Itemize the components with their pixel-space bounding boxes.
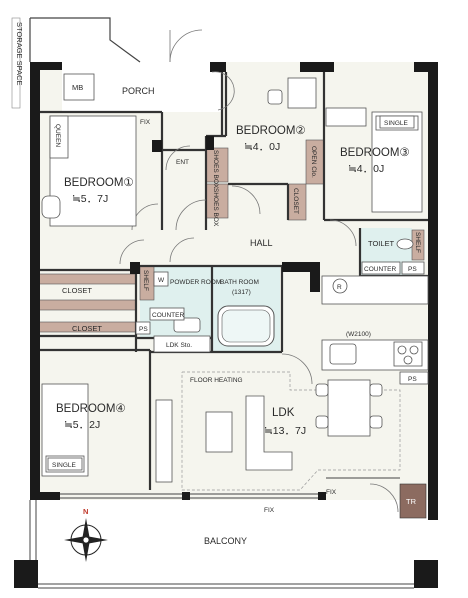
- open-clo-label: OPEN Clo.: [310, 146, 317, 178]
- tv-board: [155, 399, 173, 483]
- porch-walls: [29, 17, 141, 63]
- exterior-walls: [14, 62, 438, 588]
- bath-size-label: (1317): [232, 289, 251, 296]
- toilet-icon: [396, 238, 414, 250]
- porch-label: PORCH: [122, 86, 155, 96]
- shelf-powder-label: SHELF: [142, 270, 149, 291]
- shoes-box-1-label: SHOES BOX: [212, 150, 219, 189]
- closet-1-label: CLOSET: [62, 286, 92, 295]
- tr-label: TR: [406, 497, 417, 506]
- counter-toilet-label: COUNTER: [364, 266, 396, 273]
- bedroom1-area: ≒5．7J: [72, 193, 108, 205]
- washer-box: [153, 271, 169, 287]
- r-label: R: [337, 284, 342, 291]
- fridge-mark: [332, 278, 348, 294]
- balcony-railing: [29, 500, 414, 589]
- bedroom4-label: BEDROOM④: [56, 403, 126, 415]
- coffee-table: [205, 411, 233, 453]
- w-label: W: [158, 277, 165, 284]
- mb-label: MB: [72, 83, 83, 92]
- compass-icon: [64, 518, 108, 562]
- bottom-window-lines: [60, 477, 400, 499]
- desk-bedroom3: [325, 107, 367, 127]
- chair-bedroom2: [267, 89, 283, 105]
- fix-bottom-1-label: FIX: [264, 507, 275, 514]
- closet-2-label: CLOSET: [72, 324, 102, 333]
- bedroom2-label: BEDROOM②: [236, 125, 306, 137]
- single-bottom-label: SINGLE: [52, 462, 77, 469]
- ps-kitchen-box: [399, 371, 429, 385]
- fix-top-label: FIX: [140, 119, 151, 126]
- sink-icon: [173, 317, 201, 333]
- balcony-label: BALCONY: [204, 536, 247, 546]
- closet-vertical-label: CLOSET: [292, 188, 299, 214]
- storage-space-strip: [11, 17, 21, 109]
- tr-box: [399, 483, 427, 519]
- bedroom4-area: ≒5．2J: [64, 419, 100, 431]
- queen-pillow: [49, 115, 69, 159]
- hall-label: HALL: [250, 238, 273, 248]
- bath-room-label: BATH ROOM: [220, 279, 259, 286]
- powder-room-label: POWDER ROOM: [170, 279, 221, 286]
- ldk-sto-label: LDK Sto.: [166, 342, 192, 349]
- floor-heating-outline: [181, 371, 401, 491]
- fix-bottom-2-label: FIX: [326, 489, 337, 496]
- bedroom3-label: BEDROOM③: [340, 147, 410, 159]
- dining-chairs: [315, 383, 383, 429]
- sofa: [245, 395, 293, 471]
- label-boxes: [47, 73, 425, 471]
- bedroom3-area: ≒4．0J: [348, 163, 384, 175]
- bathtub-inner: [221, 309, 271, 343]
- ps-powder-label: PS: [139, 326, 148, 333]
- ldk-label: LDK: [272, 407, 295, 419]
- desk-bedroom2: [287, 77, 317, 109]
- bedroom1-label: BEDROOM①: [64, 177, 134, 189]
- door-swing-icon: [119, 29, 399, 513]
- ldk-sto-box: [153, 335, 211, 353]
- stove-icon: [393, 341, 423, 367]
- shoes-box-2-label: SHOES BOX: [212, 188, 219, 227]
- kitchen-sink: [329, 343, 357, 365]
- floor-heating-label: FLOOR HEATING: [190, 377, 243, 384]
- ps-toilet-label: PS: [408, 266, 417, 273]
- queen-chair: [41, 195, 61, 219]
- toilet-label: TOILET: [368, 239, 395, 248]
- dining-table: [327, 379, 371, 437]
- closet-bar-1: [37, 273, 137, 285]
- north-label: N: [83, 507, 88, 516]
- ldk-area: ≒13．7J: [264, 425, 306, 437]
- columns: [130, 136, 320, 292]
- ps-kitchen-label: PS: [408, 376, 417, 383]
- storage-space-label: STORAGE SPACE: [15, 22, 24, 86]
- shelf-toilet-label: SHELF: [414, 232, 421, 253]
- queen-label: QUEEN: [54, 124, 61, 147]
- ent-label: ENT: [176, 159, 189, 166]
- counter-powder-label: COUNTER: [152, 312, 184, 319]
- single-top-label: SINGLE: [384, 120, 409, 127]
- w2100-label: (W2100): [346, 331, 371, 338]
- closet-bar-2: [37, 299, 137, 311]
- bedroom2-area: ≒4．0J: [244, 141, 280, 153]
